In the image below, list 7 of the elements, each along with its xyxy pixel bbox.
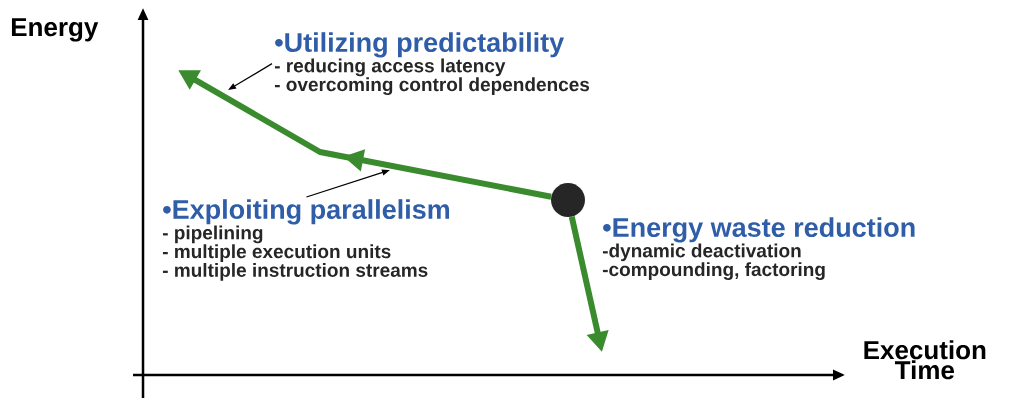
axis-label: Energy [11, 18, 99, 42]
bullet-text: •Energy waste reduction -dynamic deactivation -compounding, factoring [602, 217, 915, 280]
axis-label: Execution Time [864, 340, 986, 380]
leader-arrow [228, 63, 273, 90]
dot [551, 183, 585, 217]
bullet-text: •Utilizing predictability - reducing access latency - overcoming control dependences [274, 32, 590, 96]
bullet-text: •Exploiting parallelism - pipelining - multiple execution units - multiple instruction streams [162, 199, 450, 281]
